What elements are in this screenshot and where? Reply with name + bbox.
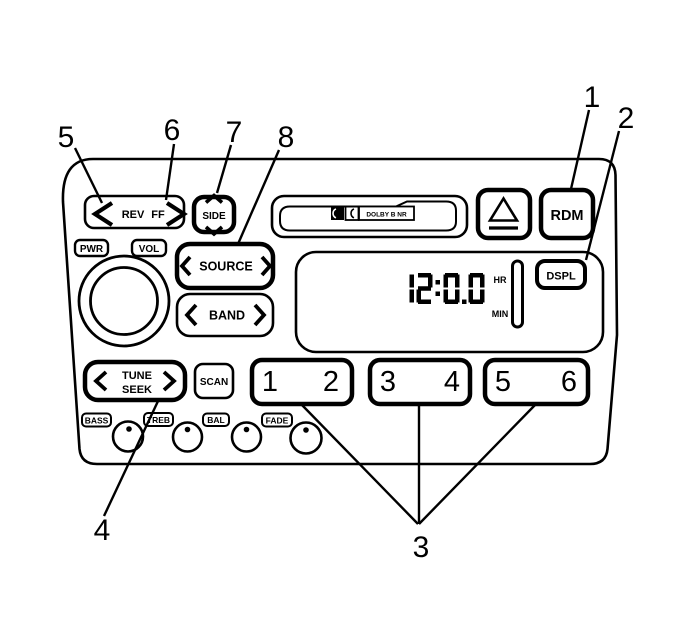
min-label: MIN <box>492 309 509 319</box>
left-chevron-icon <box>179 255 192 277</box>
preset-button-3-4: 3 4 <box>367 357 473 407</box>
fade-label-box <box>261 412 293 428</box>
eject-button-outline <box>475 187 533 241</box>
clock-digits <box>409 273 485 304</box>
dolby-label: DOLBY B NR <box>366 212 407 219</box>
balance-label: BAL <box>207 415 224 425</box>
preset-2-label: 2 <box>323 366 339 398</box>
scan-button-outline <box>193 362 235 400</box>
cassette-slot-outline <box>279 200 457 232</box>
fast-forward-chevron-icon <box>165 201 188 227</box>
display-panel: HR MIN DSPL <box>294 250 605 354</box>
callout-5: 5 <box>58 121 75 154</box>
fade-knob <box>289 421 323 455</box>
source-button: SOURCE <box>174 241 276 291</box>
left-chevron-icon <box>93 370 108 392</box>
dspl-button-outline <box>535 259 587 290</box>
rdm-button: RDM <box>538 187 596 241</box>
eject-button <box>475 187 533 241</box>
callout-1: 1 <box>584 81 601 114</box>
callout-6-line <box>164 143 176 201</box>
callout-3: 3 <box>413 531 430 564</box>
callout-7-line <box>215 144 233 194</box>
callout-5-line <box>73 147 104 204</box>
balance-knob-dot <box>243 426 250 433</box>
right-chevron-icon <box>253 303 267 327</box>
preset-4-label: 4 <box>444 366 460 398</box>
balance-knob <box>230 421 263 453</box>
dspl-button: DSPL <box>535 259 587 290</box>
treble-knob <box>171 421 204 453</box>
preset-button-1-2: 1 2 <box>249 357 355 407</box>
preset-5-label: 5 <box>495 366 511 398</box>
down-chevron-icon <box>204 225 224 237</box>
rewind-chevron-icon <box>91 201 114 227</box>
band-button: BAND <box>175 292 275 338</box>
treble-label: TREB <box>147 415 170 425</box>
eject-icon <box>487 196 520 222</box>
dolby-label-box <box>358 205 415 221</box>
preset-6-label: 6 <box>561 366 577 398</box>
audio-knob-row: BASS TREB BAL FADE <box>81 412 323 455</box>
cassette-door: DOLBY B NR <box>270 194 469 239</box>
balance-label-box <box>202 412 230 427</box>
band-label: BAND <box>209 309 245 323</box>
callout-4-line <box>102 398 161 517</box>
band-button-outline <box>175 292 275 338</box>
vol-label: VOL <box>139 244 160 255</box>
side-button: SIDE <box>191 193 237 237</box>
pwr-label: PWR <box>80 244 104 255</box>
preset-button-outline <box>482 357 591 407</box>
volume-knob <box>77 254 171 348</box>
callout-leader-lines <box>73 109 621 525</box>
ff-label: FF <box>151 209 165 221</box>
pwr-label-box: PWR <box>73 238 110 258</box>
source-button-outline <box>174 241 276 291</box>
callout-4: 4 <box>94 514 111 547</box>
fade-label: FADE <box>266 416 289 426</box>
callout-8: 8 <box>278 121 295 154</box>
callout-3-line-c <box>418 403 537 525</box>
vol-label-box: VOL <box>130 238 168 258</box>
preset-1-label: 1 <box>262 366 278 398</box>
left-chevron-icon <box>184 303 198 327</box>
treble-knob-dot <box>184 426 191 433</box>
hr-label: HR <box>494 275 507 285</box>
preset-button-5-6: 5 6 <box>482 357 591 407</box>
callout-3-line-a <box>300 403 419 525</box>
source-label: SOURCE <box>199 260 252 274</box>
callout-1-line <box>569 109 591 190</box>
rev-ff-button: REV FF <box>83 194 188 230</box>
rev-label: REV <box>122 209 145 221</box>
up-chevron-icon <box>204 193 224 204</box>
side-label: SIDE <box>202 211 226 222</box>
tune-seek-button: TUNE SEEK <box>82 359 188 403</box>
bass-knob <box>111 420 145 453</box>
preset-3-label: 3 <box>380 366 396 398</box>
tune-label: TUNE <box>122 370 152 382</box>
rdm-button-outline <box>538 187 596 241</box>
right-chevron-icon <box>162 370 177 392</box>
bass-knob-dot <box>126 426 132 432</box>
seek-label: SEEK <box>122 384 152 396</box>
callout-8-line <box>236 149 281 245</box>
tune-seek-button-outline <box>82 359 188 403</box>
callout-2-line <box>584 130 621 261</box>
callout-6: 6 <box>164 114 181 147</box>
hr-min-indicator-bar <box>511 259 524 329</box>
dspl-label: DSPL <box>546 271 576 283</box>
volume-knob-inner-ring <box>89 266 159 336</box>
right-chevron-icon <box>260 255 273 277</box>
rdm-label: RDM <box>550 208 583 224</box>
bass-label: BASS <box>85 416 109 426</box>
callout-7: 7 <box>226 116 243 149</box>
callout-2: 2 <box>618 102 635 135</box>
scan-label: SCAN <box>200 377 228 388</box>
bass-label-box <box>81 412 112 428</box>
scan-button: SCAN <box>193 362 235 400</box>
fade-knob-dot <box>303 427 309 433</box>
